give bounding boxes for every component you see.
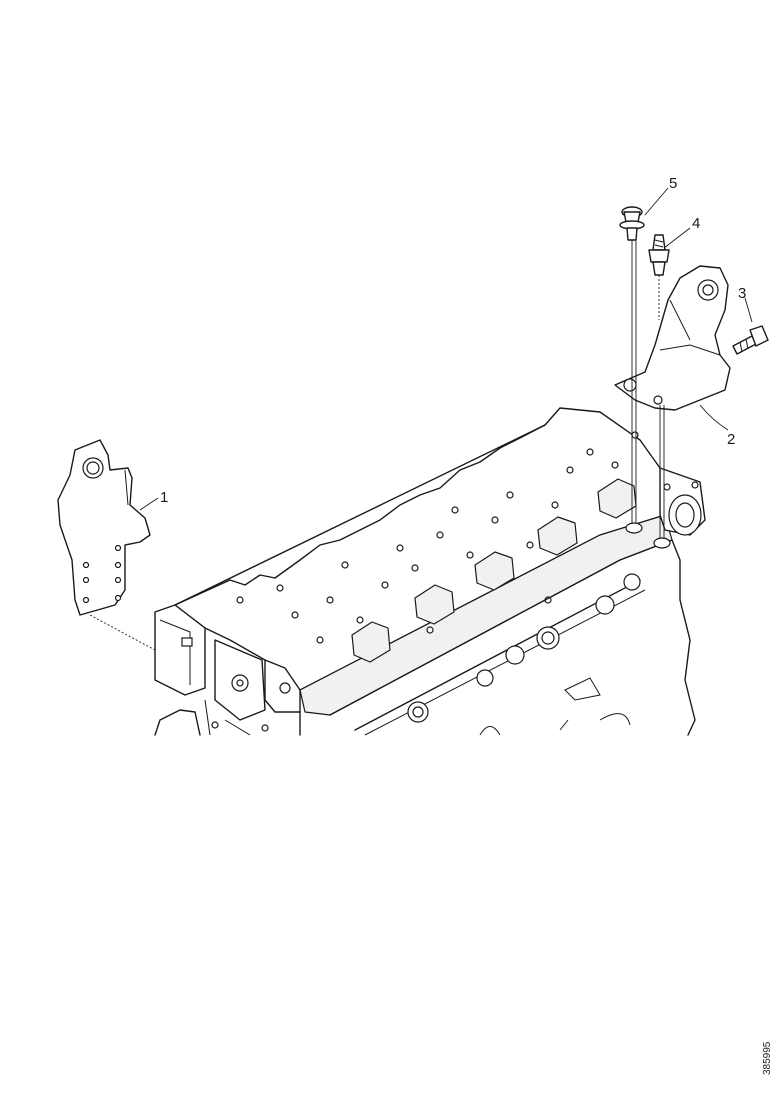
callout-1: 1: [160, 489, 168, 506]
callout-5: 5: [669, 175, 677, 192]
part-5-flange-bolt: [619, 206, 645, 241]
part-1-lifting-bracket: [57, 439, 156, 651]
callout-3: 3: [738, 285, 746, 302]
callout-4: 4: [692, 215, 700, 232]
drawing-reference-number: 385995: [762, 1041, 773, 1075]
leader-lines: [139, 187, 753, 511]
callout-2: 2: [727, 431, 735, 448]
part-2-lifting-bracket: [614, 265, 731, 411]
assembly-lines: [625, 240, 671, 549]
cylinder-head: [154, 407, 706, 736]
part-3-bolt: [732, 325, 769, 355]
part-4-stud: [648, 234, 670, 320]
